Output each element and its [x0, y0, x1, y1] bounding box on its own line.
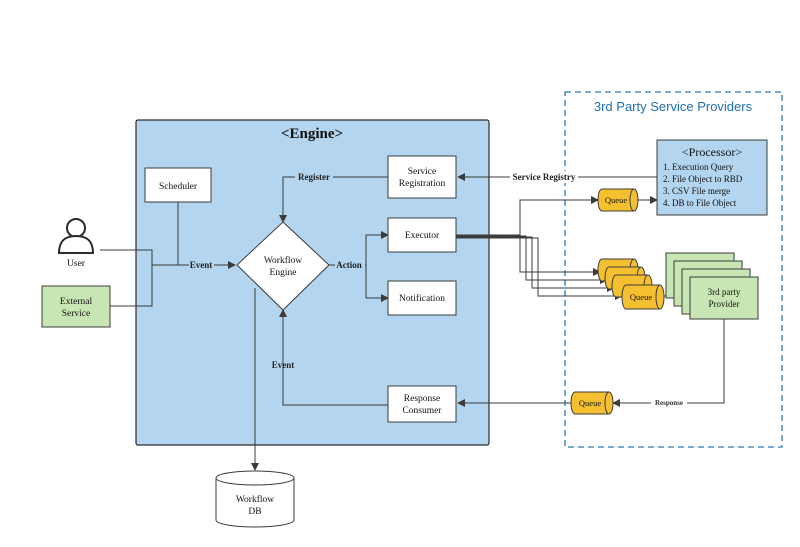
event-back-arrow [279, 309, 388, 406]
service-registration-box [387, 155, 457, 199]
queue-response-label: Queue [579, 398, 601, 408]
queue-response [570, 391, 614, 415]
processor-item-3: 3. CSV File merge [663, 186, 730, 196]
executor-to-queue-line-3 [456, 236, 615, 292]
response-consumer-label-2: Consumer [402, 406, 442, 416]
response-line [612, 319, 725, 407]
queue-top-label: Queue [605, 195, 627, 205]
workflow-engine-label-2: Engine [270, 268, 297, 278]
executor-box [387, 217, 457, 253]
response-consumer-label-1: Response [404, 394, 440, 404]
register-arrow [279, 176, 388, 223]
scheduler-box [144, 167, 212, 203]
processor-title: <Processor> [682, 145, 742, 159]
response-label: Response [655, 399, 683, 407]
processor-item-2: 2. File Object to RBD [663, 174, 743, 184]
engine-title: <Engine> [281, 126, 343, 142]
provider-label-1: 3rd party [708, 287, 741, 297]
external-service-box [41, 285, 111, 328]
user-label: User [67, 259, 86, 269]
workflow-db-label-1: Workflow [236, 494, 274, 505]
processor-box [656, 139, 768, 216]
providers-title: 3rd Party Service Providers [594, 99, 753, 114]
workflow-engine-diamond [236, 221, 330, 311]
external-to-engine-line [110, 265, 153, 307]
user-icon [57, 218, 95, 254]
processor-item-4: 4. DB to File Object [663, 198, 737, 208]
service-registry-label: Service Registry [513, 172, 576, 182]
providers-container [564, 91, 783, 448]
user-to-engine-line [100, 249, 153, 265]
executor-to-queue-line-1 [456, 234, 601, 276]
provider-box-front [689, 276, 759, 320]
service-registration-label-2: Registration [399, 179, 446, 189]
executor-to-queue-top-line [519, 196, 599, 235]
queue-stack-label: Queue [630, 292, 652, 302]
external-service-label-2: Service [62, 309, 91, 319]
queue-top [597, 188, 639, 212]
executor-to-queue-line-4 [456, 237, 623, 300]
event-back-label: Event [272, 360, 295, 370]
notification-box [387, 280, 457, 316]
register-label: Register [298, 172, 330, 182]
workflow-db-label-2: DB [248, 507, 261, 517]
action-label: Action [336, 260, 362, 270]
external-service-label-1: External [60, 297, 93, 307]
executor-to-queue-line-2 [456, 235, 608, 284]
action-to-notification-arrow [365, 265, 389, 302]
queue-stack-front [621, 284, 665, 310]
workflow-engine-label-1: Workflow [264, 255, 302, 266]
scheduler-label: Scheduler [159, 182, 198, 192]
event-in-label: Event [190, 260, 213, 270]
processor-item-1: 1. Execution Query [663, 162, 734, 172]
engine-container [135, 119, 490, 446]
service-registration-label-1: Service [408, 167, 437, 177]
action-to-executor-arrow [365, 231, 389, 265]
workflow-db-cylinder [215, 470, 295, 528]
response-consumer-box [387, 385, 457, 423]
executor-label: Executor [405, 231, 440, 241]
provider-label-2: Provider [709, 299, 740, 309]
notification-label: Notification [399, 293, 445, 304]
